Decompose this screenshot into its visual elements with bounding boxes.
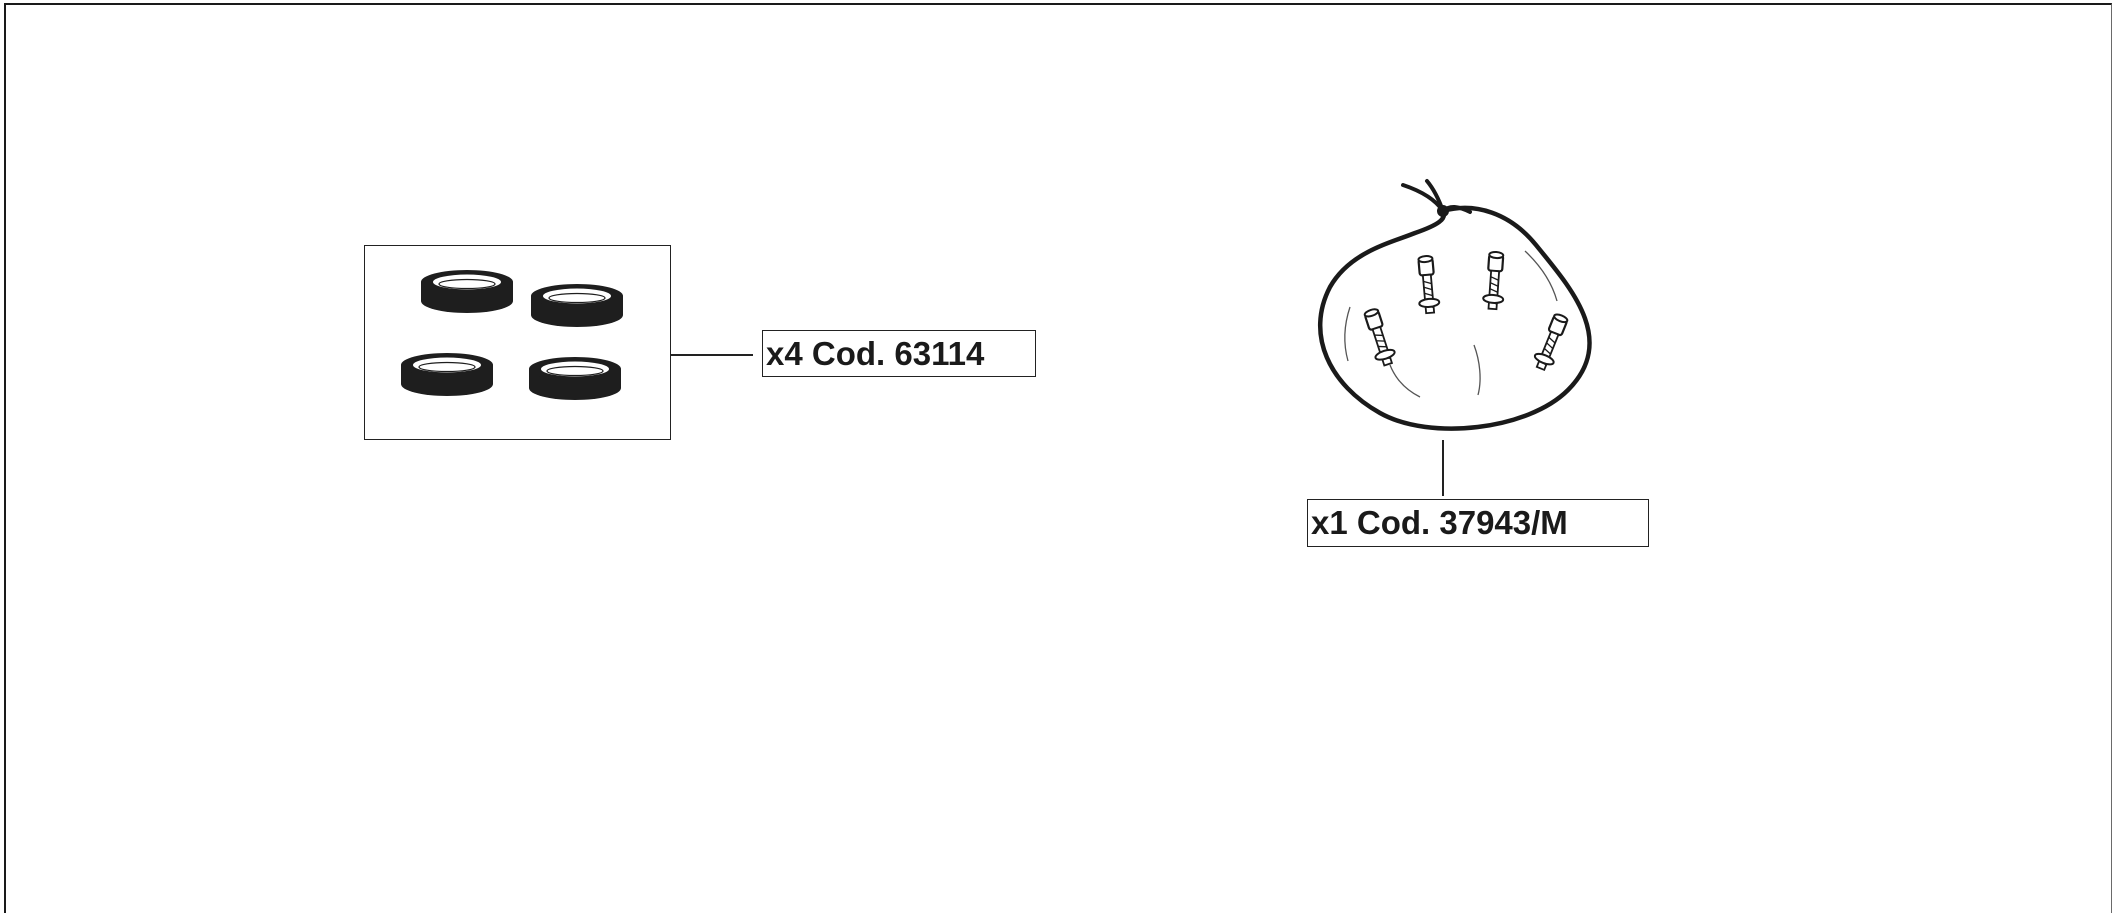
bag-tie-icon [1401, 179, 1472, 217]
screw-icon [1533, 313, 1569, 372]
spacer-rings-illustration [401, 270, 623, 400]
spacer-ring [529, 357, 621, 400]
leader-line-bag [1442, 440, 1444, 496]
spacer-ring [401, 353, 493, 396]
screw-icon [1482, 251, 1505, 311]
spacer-ring [421, 270, 513, 313]
spacer-rings-box [364, 245, 671, 440]
screw-icon [1417, 255, 1441, 315]
screw-icon [1363, 308, 1396, 367]
bag-creases [1344, 250, 1558, 398]
bag-outline-icon [1318, 205, 1592, 431]
part-code-label-bag: x1 Cod. 37943/M [1307, 499, 1649, 547]
part-code-label-spacers: x4 Cod. 63114 [762, 330, 1036, 377]
screw-bag-illustration [1318, 179, 1592, 431]
spacer-ring [531, 284, 623, 327]
leader-line-spacers [671, 354, 753, 356]
drawing-frame [4, 3, 2112, 913]
